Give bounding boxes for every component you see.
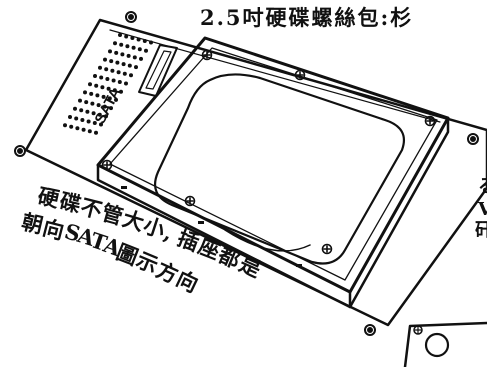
mounting-plate [24,18,487,327]
vent-dot [94,130,98,135]
vent-dot [78,98,82,103]
vent-dot [139,56,143,61]
secondary-bracket [403,321,487,367]
vent-dot [113,41,117,46]
vent-dot [98,65,102,70]
vent-dot [119,89,123,94]
platter-recess [154,73,406,265]
vent-dot [126,53,131,58]
vent-dot [89,91,94,96]
vent-dot-grid [63,33,153,135]
vent-dot [108,49,112,54]
vent-dot [109,106,113,111]
vent-dot [90,101,95,106]
vent-dot [111,78,116,83]
sata-label: SATA [92,85,125,127]
vent-dot [109,59,114,64]
vent-dot [73,106,77,111]
vent-dot [130,36,135,40]
vent-dot [110,68,115,73]
vent-dot [99,75,104,80]
vent-dot [75,126,80,131]
bracket-screw [413,325,423,335]
vent-dot [132,55,137,60]
vent-dot [115,60,120,65]
vent-dot [129,73,133,78]
vent-dot [136,37,141,42]
bracket-hole [424,332,450,358]
vent-dot [99,122,103,127]
hard-drive-bevel [109,47,438,281]
vent-dot [97,112,102,117]
platter-arc [224,229,311,252]
vent-dot [102,104,107,109]
page-title: 2.5吋硬碟螺絲包:杉 [200,2,413,32]
vent-dot [125,44,130,49]
vent-dot [69,124,74,129]
plate-screw-holes [14,11,479,336]
vent-dot [80,118,85,122]
vent-dot [79,108,84,113]
side-screw-marks [121,186,302,267]
vent-dot [106,86,111,91]
title-fragment: 杉 [390,5,414,30]
vent-dot [119,42,124,47]
vent-dot [107,96,112,101]
vent-dot [142,39,147,43]
vent-dot [114,97,118,102]
vent-dot [86,119,91,124]
vent-dot [94,83,99,88]
title-text: 2.5吋硬碟螺絲包: [200,5,391,30]
sata-slot-inner [145,50,172,90]
vent-dot [105,77,110,81]
vent-dot [96,103,101,108]
vent-dot [120,52,125,57]
vent-dot [131,45,136,50]
vent-dot [93,74,97,78]
vent-dot [112,88,117,93]
vent-dot [144,48,148,53]
vent-dot [74,116,79,121]
vent-dot [92,121,97,125]
vent-dot [68,115,72,119]
vent-dot [114,50,119,55]
right-fragment-2: V [478,199,487,220]
vent-dot [124,81,128,86]
vent-dot [124,34,129,39]
vent-dot [134,65,138,70]
vent-dot [122,71,127,76]
vent-dot [121,62,126,67]
vent-dot [116,70,121,75]
vent-dot [83,90,87,95]
vent-dot [84,100,89,105]
vent-dot [127,63,132,68]
vent-dot [117,80,122,84]
right-fragment-3: 矸 [475,220,487,241]
vent-dot [149,40,153,45]
vent-dot [85,109,90,114]
vent-dot [81,127,86,132]
right-fragment-1: る [478,178,487,196]
vent-dot [95,93,100,98]
vent-dot [101,94,106,99]
vent-dot [103,57,107,62]
vent-dot [63,123,67,128]
vent-dot [118,33,122,37]
vent-dot [104,114,108,119]
vent-dot [104,67,109,72]
vent-dot [100,85,105,90]
drive-screws [101,49,436,255]
vent-dot [87,129,92,134]
vent-dot [91,111,96,116]
vent-dot [88,82,92,87]
vent-dot [137,47,142,52]
